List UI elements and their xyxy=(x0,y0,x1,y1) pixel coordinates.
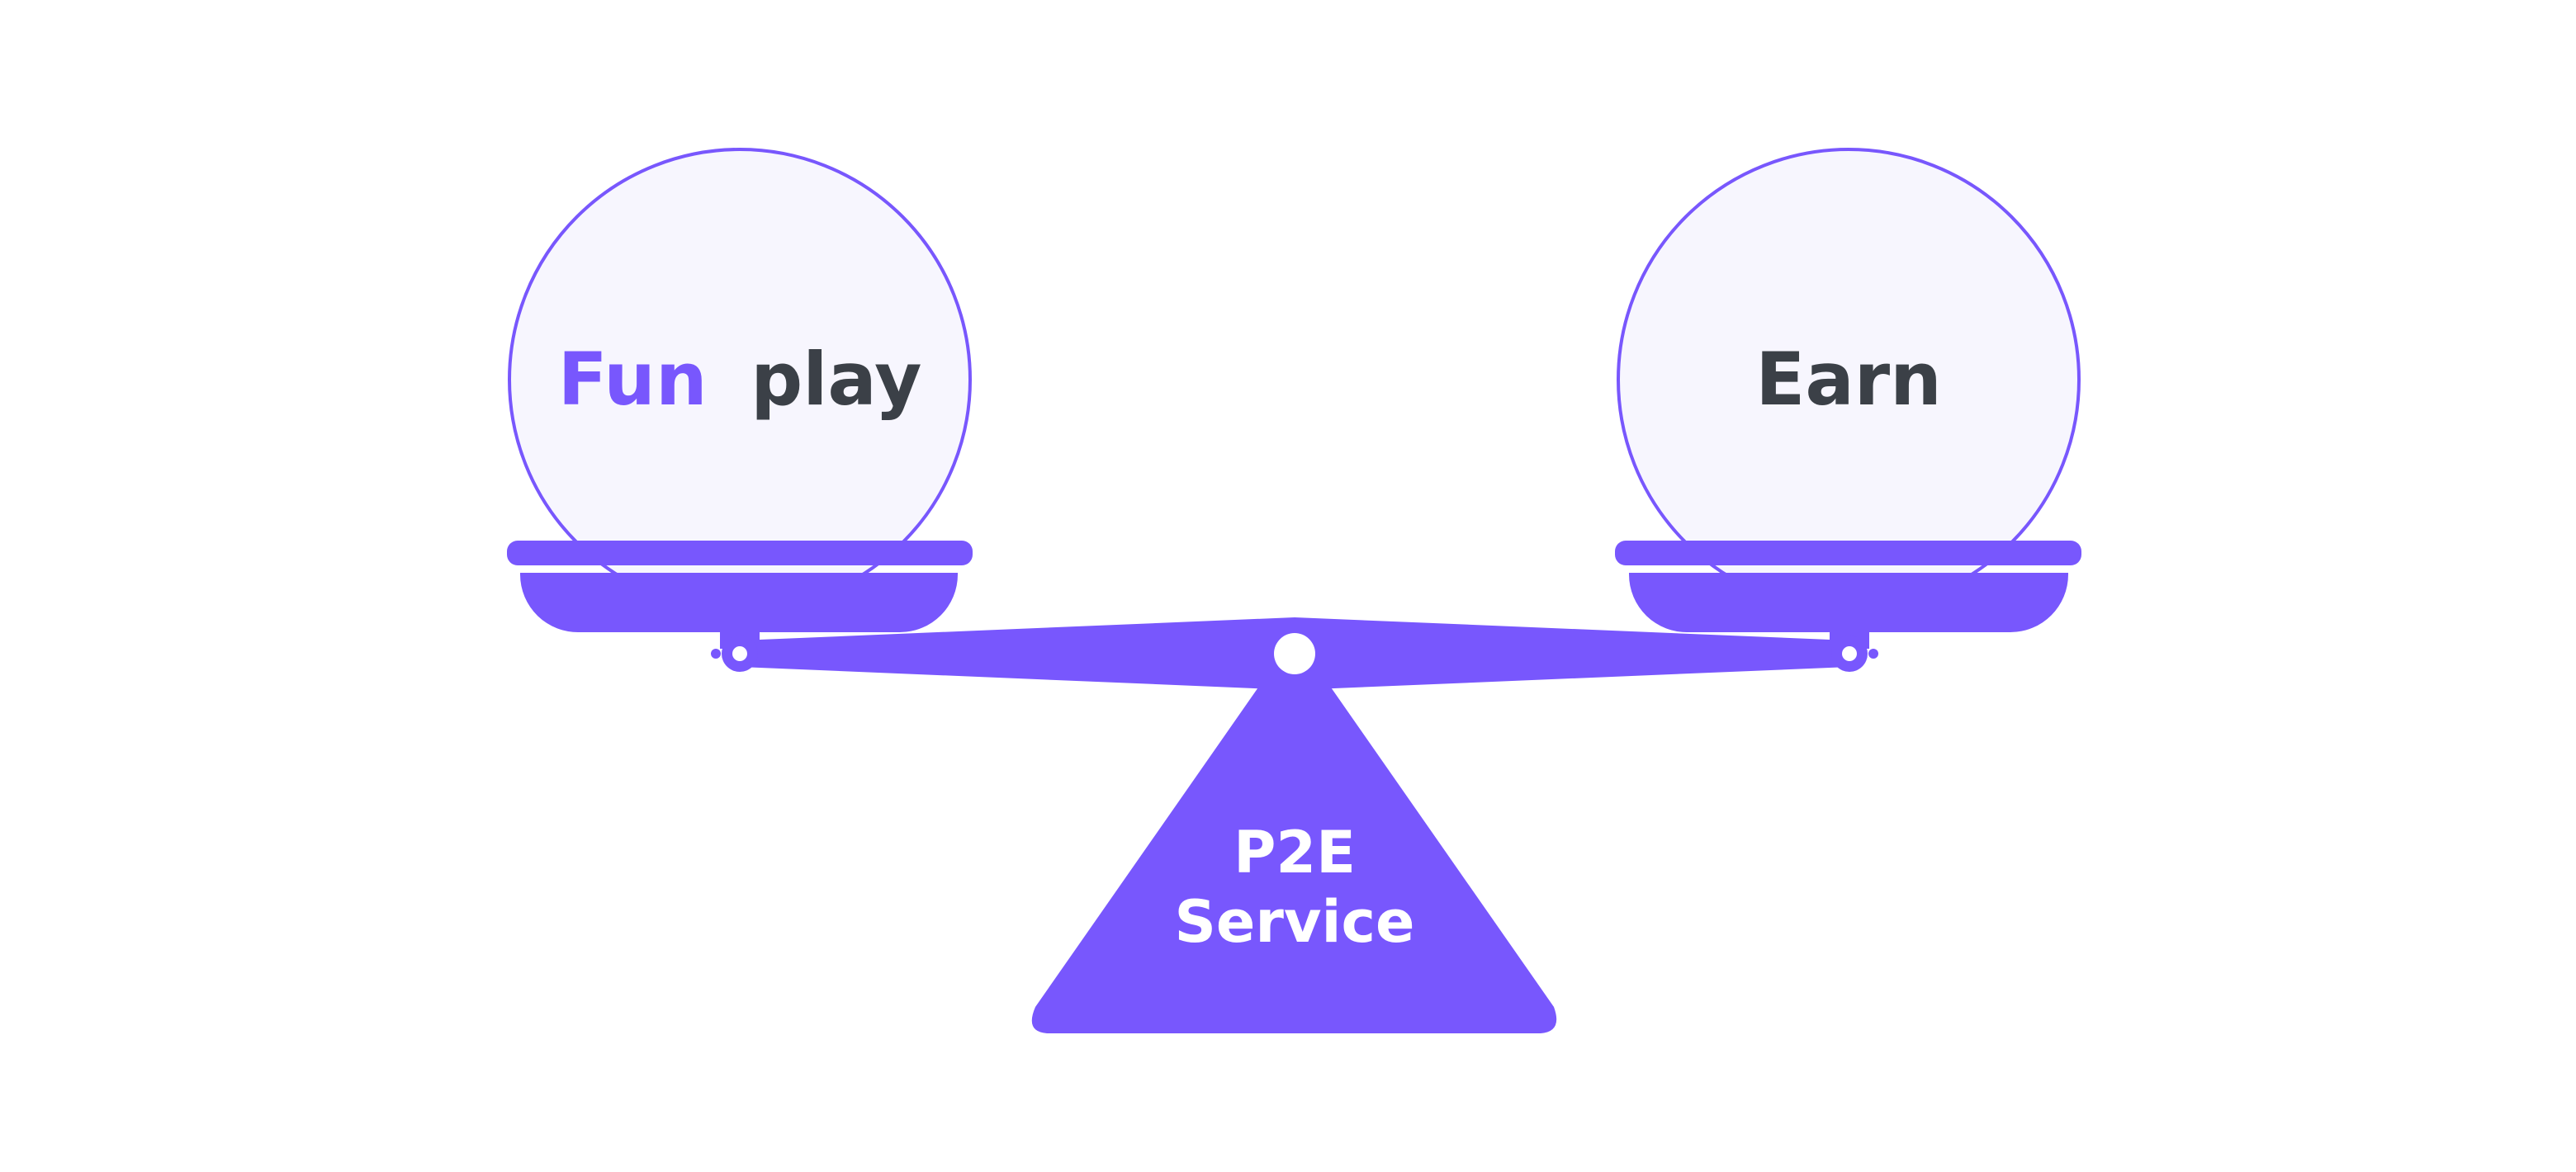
fulcrum-base xyxy=(1031,685,1557,1033)
right-bubble-label: Earn xyxy=(1755,337,1942,422)
left-bubble-label: Fun play xyxy=(558,337,922,422)
right-hinge-ear xyxy=(1868,649,1878,659)
left-hinge-ear xyxy=(711,649,721,659)
left-pan-bowl xyxy=(519,573,958,633)
base-label-line1: P2E xyxy=(1234,819,1356,886)
right-pan-rim xyxy=(1615,541,2081,565)
pivot-pin xyxy=(1274,633,1315,674)
right-hinge-pin xyxy=(1842,646,1857,661)
left-pan-rim xyxy=(507,541,973,565)
right-pan-bowl xyxy=(1628,573,2068,633)
left-hinge-pin xyxy=(732,646,747,661)
base-label-line2: Service xyxy=(1174,888,1414,956)
play-word: play xyxy=(751,337,921,422)
fun-word: Fun xyxy=(558,337,708,422)
